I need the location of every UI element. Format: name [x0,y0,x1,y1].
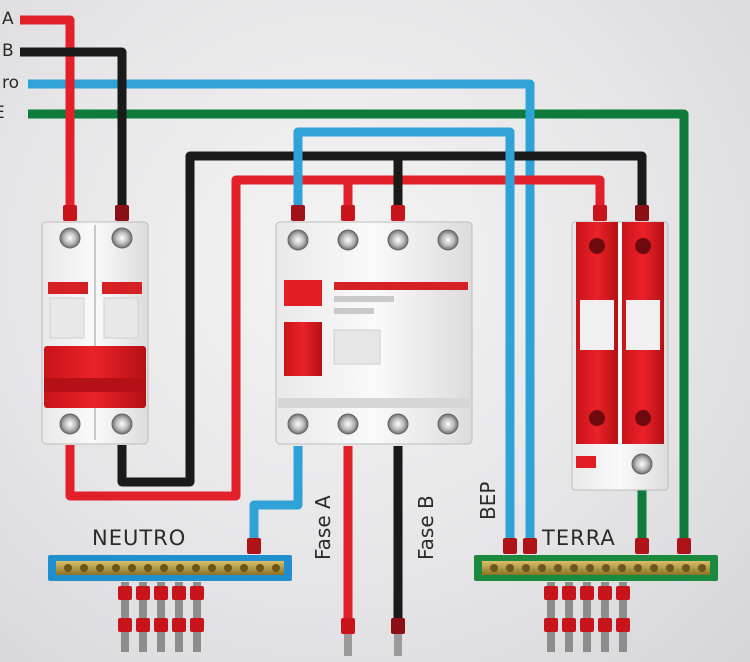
phase-a-supply-wire [20,15,75,212]
breaker-handle[interactable] [44,346,146,408]
fase-a-label: Fase A [311,495,335,560]
breaker-screw-b-bottom [111,413,133,435]
output-wire-ends [341,618,405,656]
neutral-output-leads [118,582,204,652]
line-terra-label: E [0,103,5,123]
terra-bus-label: TERRA [542,526,616,550]
breaker-screw-a-top [59,227,81,249]
breaker-screw-b-top [111,227,133,249]
phase-b-supply-wire [20,47,127,212]
ground-bus-screws [490,564,706,572]
breaker-out-a-wire [65,175,605,501]
breaker-out-b-wire [117,151,647,487]
line-b-label: B [2,41,14,61]
dps-ground-screw [631,453,653,475]
line-neutro-label: ro [2,73,20,93]
circuit-breaker[interactable] [41,221,149,445]
dr-out-neutral-wire [249,446,303,545]
breaker-screw-a-bottom [59,413,81,435]
line-a-label: A [2,9,14,29]
ground-bus-ferrules [503,538,691,554]
neutral-supply-wire [28,79,535,545]
neutro-bus-label: NEUTRO [92,526,187,550]
bep-label: BEP [476,481,500,520]
dr-in-neutral-wire [293,127,515,545]
neutral-bus-screws [64,564,280,572]
fase-b-label: Fase B [414,495,438,560]
ferrules-top [63,205,649,221]
dr-test-button[interactable] [284,280,322,306]
surge-protector[interactable] [571,221,669,491]
dr-handle[interactable] [284,322,322,376]
neutral-bus-ferrule [247,538,261,554]
ground-output-leads [544,582,630,652]
ground-supply-wire [28,109,689,545]
residual-current-device[interactable] [275,221,473,445]
